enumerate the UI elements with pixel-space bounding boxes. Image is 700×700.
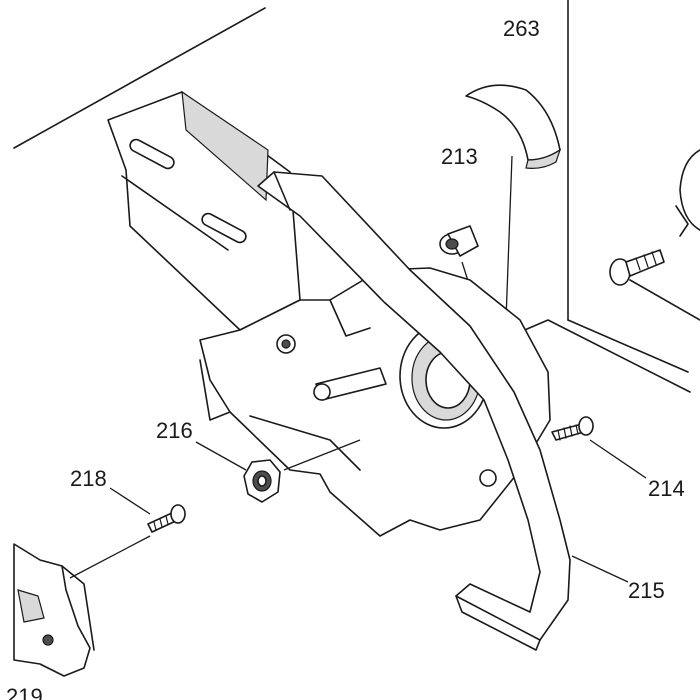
callout-215-label: 215 [628,578,665,603]
leader-215 [571,555,629,583]
part-263-plate [465,84,562,169]
leader-218 [109,487,151,515]
callout-219-label-partial: 219 [6,684,43,700]
leader-214 [589,439,647,479]
callout-218-label: 218 [70,466,107,491]
callout-214-label: 214 [648,476,685,501]
callout-263-label: 263 [503,16,540,41]
partial-part-top-right [675,149,700,237]
leader-263 [505,155,513,321]
leader-216 [195,441,247,471]
frame-lines [13,0,691,393]
part-216-nut [243,459,281,503]
part-218-screw [147,504,186,533]
partial-screw-right [609,249,700,321]
leader-216-line [283,439,361,471]
part-215-strap [257,171,571,651]
callout-216-label: 216 [156,418,193,443]
main-housing [107,90,551,537]
leader-218-line [69,535,151,579]
part-214-screw [551,416,594,441]
callout-213-label: 213 [441,144,478,169]
part-213-cap [439,225,479,257]
partial-assembly-219 [13,543,95,677]
